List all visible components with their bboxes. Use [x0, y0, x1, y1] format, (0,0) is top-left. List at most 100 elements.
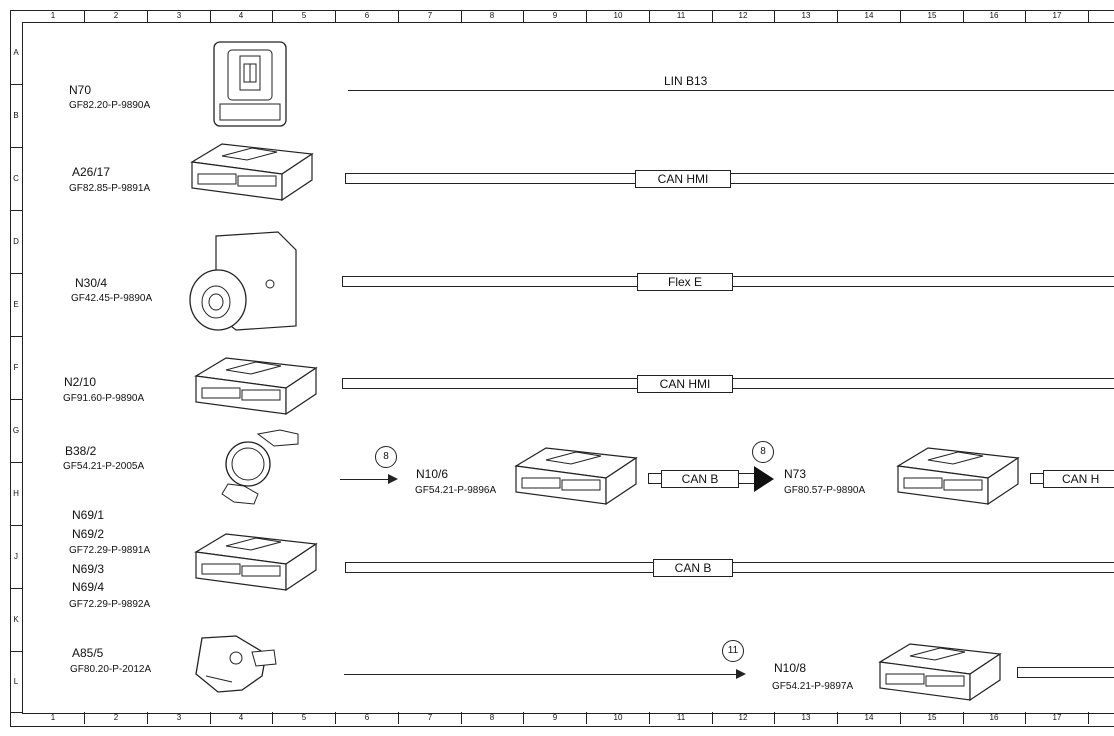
component-label-n10-8: N10/8	[774, 661, 807, 675]
control-unit-drawing	[896, 447, 1020, 506]
diagram-frame	[10, 10, 1114, 727]
esp-unit-drawing	[189, 231, 297, 331]
component-label-n10-6: N10/6	[416, 467, 449, 481]
lock-actuator-drawing	[195, 635, 277, 693]
component-label-a85-5: A85/5	[72, 646, 104, 660]
col-2: 2	[85, 712, 148, 724]
component-label-n69-3: N69/3	[72, 562, 105, 576]
col-14: 14	[838, 10, 901, 22]
col-13: 13	[775, 712, 838, 724]
col-2: 2	[85, 10, 148, 22]
control-unit-drawing	[194, 533, 318, 592]
row-d: D	[10, 211, 22, 274]
row-c: C	[10, 148, 22, 211]
col-16: 16	[963, 712, 1026, 724]
component-code-a85-5: GF80.20-P-2012A	[70, 664, 152, 675]
column-ruler-top: 1 2 3 4 5 6 7 8 9 10 11 12 13 14 15 16 1…	[10, 10, 1114, 22]
component-code-b38-2: GF54.21-P-2005A	[63, 461, 145, 472]
reference-marker: 11	[722, 640, 744, 662]
col-17: 17	[1026, 712, 1089, 724]
row-f: F	[10, 337, 22, 400]
arrow-line-a85-to-n10-8	[344, 674, 738, 675]
col-13: 13	[775, 10, 838, 22]
bus-label-can-hmi-2: CAN HMI	[637, 375, 733, 393]
component-label-n2-10: N2/10	[64, 375, 97, 389]
row-h: H	[10, 463, 22, 526]
component-code-n2-10: GF91.60-P-9890A	[63, 393, 145, 404]
col-11: 11	[650, 10, 713, 22]
component-label-n69-2: N69/2	[72, 527, 105, 541]
selector-lever-drawing	[213, 41, 287, 127]
col-6: 6	[336, 10, 399, 22]
component-label-a26-17: A26/17	[72, 165, 111, 179]
control-unit-drawing	[878, 643, 1002, 702]
arrow-line-b38-to-n10-6	[340, 479, 392, 480]
bus-label-can-hmi-1: CAN HMI	[635, 170, 731, 188]
col-6: 6	[336, 712, 399, 724]
control-unit-drawing	[194, 357, 318, 416]
bus-label-flex-e: Flex E	[637, 273, 733, 291]
row-k: K	[10, 589, 22, 652]
col-16: 16	[963, 10, 1026, 22]
component-label-n69-4: N69/4	[72, 580, 105, 594]
component-label-n69-1: N69/1	[72, 508, 105, 522]
row-b: B	[10, 85, 22, 148]
col-11: 11	[650, 712, 713, 724]
control-unit-drawing	[514, 447, 638, 506]
row-j: J	[10, 526, 22, 589]
arrow-head-icon	[388, 474, 398, 484]
row-ruler-left: A B C D E F G H J K L	[10, 22, 22, 713]
col-10: 10	[587, 712, 650, 724]
component-code-n10-6: GF54.21-P-9896A	[415, 485, 497, 496]
component-label-n73: N73	[784, 467, 807, 481]
col-5: 5	[273, 712, 336, 724]
bus-line-lin-b13	[348, 90, 1114, 91]
arrow-head-icon	[736, 669, 746, 679]
reference-marker: 8	[752, 441, 774, 463]
reference-marker: 8	[375, 446, 397, 468]
col-15: 15	[901, 712, 964, 724]
bus-can-cut	[1017, 667, 1114, 678]
bus-label-can-h-cut: CAN H	[1043, 470, 1114, 488]
col-17: 17	[1026, 10, 1089, 22]
col-8: 8	[461, 10, 524, 22]
component-label-n70: N70	[69, 83, 92, 97]
control-unit-drawing	[190, 143, 314, 202]
bus-label-can-b-1: CAN B	[661, 470, 739, 488]
component-code-n70: GF82.20-P-9890A	[69, 100, 151, 111]
component-label-n30-4: N30/4	[75, 276, 108, 290]
row-l: L	[10, 652, 22, 713]
col-1: 1	[22, 712, 85, 724]
bus-label-can-b-2: CAN B	[653, 559, 733, 577]
component-code-n69-4: GF72.29-P-9892A	[69, 599, 151, 610]
bus-label-lin-b13: LIN B13	[664, 74, 708, 88]
col-3: 3	[148, 712, 211, 724]
component-code-n69-2: GF72.29-P-9891A	[69, 545, 151, 556]
col-5: 5	[273, 10, 336, 22]
col-4: 4	[210, 712, 273, 724]
col-8: 8	[461, 712, 524, 724]
col-4: 4	[210, 10, 273, 22]
col-14: 14	[838, 712, 901, 724]
component-code-a26-17: GF82.85-P-9891A	[69, 183, 151, 194]
col-15: 15	[901, 10, 964, 22]
col-9: 9	[524, 10, 587, 22]
col-12: 12	[712, 712, 775, 724]
col-7: 7	[399, 10, 462, 22]
component-label-b38-2: B38/2	[65, 444, 97, 458]
component-code-n10-8: GF54.21-P-9897A	[772, 681, 854, 692]
row-g: G	[10, 400, 22, 463]
col-1: 1	[22, 10, 85, 22]
col-10: 10	[587, 10, 650, 22]
col-7: 7	[399, 712, 462, 724]
component-code-n73: GF80.57-P-9890A	[784, 485, 866, 496]
arrow-head-icon	[754, 466, 774, 492]
row-a: A	[10, 22, 22, 85]
row-e: E	[10, 274, 22, 337]
diagram-inner-frame	[22, 22, 1114, 714]
column-ruler-bottom: 1 2 3 4 5 6 7 8 9 10 11 12 13 14 15 16 1…	[10, 712, 1114, 724]
col-3: 3	[148, 10, 211, 22]
component-code-n30-4: GF42.45-P-9890A	[71, 293, 153, 304]
col-12: 12	[712, 10, 775, 22]
rain-sensor-drawing	[221, 429, 299, 505]
